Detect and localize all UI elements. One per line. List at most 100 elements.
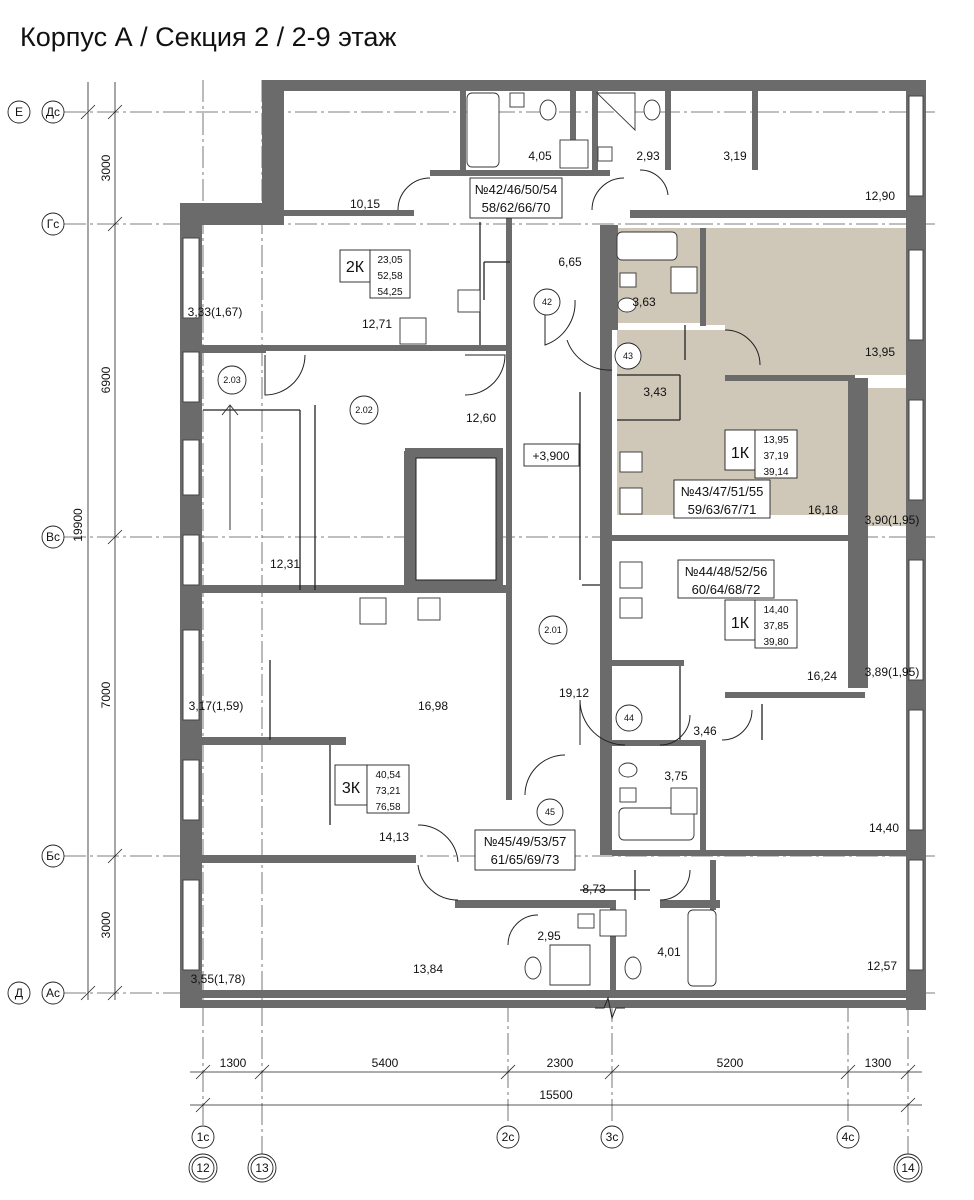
dimension-lines: [80, 82, 922, 1113]
door-number-45: 45: [545, 807, 555, 817]
room-area: 12,57: [867, 959, 897, 973]
dim-1300-right: 1300: [865, 1056, 892, 1070]
apartment-44-area-living: 14,40: [763, 605, 788, 616]
apartment-44-area-total: 37,85: [763, 621, 788, 632]
apartment-43-area-total: 37,19: [763, 451, 788, 462]
room-area: 13,84: [413, 962, 443, 976]
dim-15500: 15500: [539, 1088, 573, 1102]
apartment-42-area-balcony: 54,25: [377, 287, 402, 298]
level-mark: +3,900: [532, 449, 569, 463]
dim-3000-top: 3000: [99, 154, 113, 181]
room-area: 3,75: [664, 769, 688, 783]
axis-bubbles-left: [7, 100, 923, 1183]
apartment-43-numbers-line2: 59/63/67/71: [688, 502, 757, 517]
room-area: 3,33(1,67): [188, 305, 243, 319]
axis-label-col-3c: 3с: [606, 1130, 619, 1144]
dim-5200: 5200: [717, 1056, 744, 1070]
dim-3000-bottom: 3000: [99, 911, 113, 938]
label-frames: [334, 177, 798, 871]
room-area: 8,73: [582, 882, 606, 896]
room-area: 16,24: [807, 669, 837, 683]
apartment-42-type: 2К: [346, 259, 365, 276]
axis-label-col-1c: 1с: [197, 1130, 210, 1144]
room-area: 12,71: [362, 317, 392, 331]
room-area: 3,89(1,95): [865, 665, 920, 679]
apartment-42-numbers-line2: 58/62/66/70: [482, 200, 551, 215]
apartment-42-numbers-line1: №42/46/50/54: [475, 182, 558, 197]
axis-label-row-as: Ас: [46, 986, 60, 1000]
room-area: 14,13: [379, 830, 409, 844]
apartment-43-area-balcony: 39,14: [763, 467, 788, 478]
axis-label-row-ds: Дс: [46, 105, 60, 119]
room-area: 3,19: [723, 149, 747, 163]
room-area: 6,65: [558, 255, 582, 269]
windows: [182, 95, 924, 971]
apartment-45-numbers-line2: 61/65/69/73: [491, 852, 560, 867]
axis-label-col-12: 12: [196, 1161, 210, 1175]
apartment-43-area-living: 13,95: [763, 435, 788, 446]
fixtures: [359, 92, 717, 987]
axis-label-col-14: 14: [901, 1161, 915, 1175]
door-number-43: 43: [623, 351, 633, 361]
axis-label-col-2c: 2с: [502, 1130, 515, 1144]
room-area: 4,05: [528, 149, 552, 163]
room-area: 12,60: [466, 411, 496, 425]
room-area: 2,95: [537, 929, 561, 943]
elevator-shaft: [415, 457, 497, 581]
apartment-42-area-total: 52,58: [377, 271, 402, 282]
walls: [180, 80, 926, 1010]
break-mark: [595, 996, 625, 1020]
dim-19900: 19900: [71, 508, 85, 542]
partitions: [203, 222, 763, 900]
room-area: 19,12: [559, 686, 589, 700]
axis-label-row-vs: Вс: [46, 530, 60, 544]
marker-203: 2.03: [223, 375, 241, 385]
room-area: 3,46: [693, 724, 717, 738]
door-number-44: 44: [624, 713, 634, 723]
marker-202: 2.02: [355, 405, 373, 415]
apartment-45-type: 3К: [342, 780, 361, 797]
apartment-45-area-total: 73,21: [375, 786, 400, 797]
apartment-44-type: 1К: [731, 615, 750, 632]
door-number-42: 42: [542, 297, 552, 307]
marker-circles: [217, 288, 643, 826]
dim-5400: 5400: [372, 1056, 399, 1070]
axis-label-row-gs: Гс: [47, 217, 60, 231]
room-area: 16,98: [418, 699, 448, 713]
apartment-45-area-living: 40,54: [375, 770, 400, 781]
room-area: 13,95: [865, 345, 895, 359]
apartment-42-area-living: 23,05: [377, 255, 402, 266]
apartment-44-numbers-line2: 60/64/68/72: [692, 582, 761, 597]
apartment-44-numbers-line1: №44/48/52/56: [685, 564, 768, 579]
stair-arrow: [221, 404, 239, 530]
door-swings: [264, 169, 761, 946]
apartment-43-numbers-line1: №43/47/51/55: [681, 484, 764, 499]
dim-2300: 2300: [547, 1056, 574, 1070]
apartment-45-numbers-line1: №45/49/53/57: [484, 834, 567, 849]
room-area: 4,01: [657, 945, 681, 959]
axis-label-col-4c: 4с: [842, 1130, 855, 1144]
room-area: 3,55(1,78): [191, 972, 246, 986]
axis-label-row-d: Д: [15, 986, 23, 1000]
dim-7000: 7000: [99, 681, 113, 708]
dim-1300-left: 1300: [220, 1056, 247, 1070]
room-area: 12,31: [270, 557, 300, 571]
apartment-45-area-balcony: 76,58: [375, 802, 400, 813]
room-area: 10,15: [350, 197, 380, 211]
dim-6900: 6900: [99, 366, 113, 393]
apartment-43-type: 1К: [731, 445, 750, 462]
axis-label-row-e: Е: [15, 105, 23, 119]
axis-label-row-bs: Бс: [46, 849, 60, 863]
apartment-44-area-balcony: 39,80: [763, 637, 788, 648]
room-area: 12,90: [865, 189, 895, 203]
page-title: Корпус А / Секция 2 / 2-9 этаж: [20, 22, 397, 52]
room-area: 3,90(1,95): [865, 513, 920, 527]
marker-201: 2.01: [544, 625, 562, 635]
room-area: 3,17(1,59): [189, 699, 244, 713]
room-area: 14,40: [869, 821, 899, 835]
room-area: 3,63: [632, 295, 656, 309]
room-area: 16,18: [808, 503, 838, 517]
room-area: 2,93: [636, 149, 660, 163]
room-area: 3,43: [643, 385, 667, 399]
